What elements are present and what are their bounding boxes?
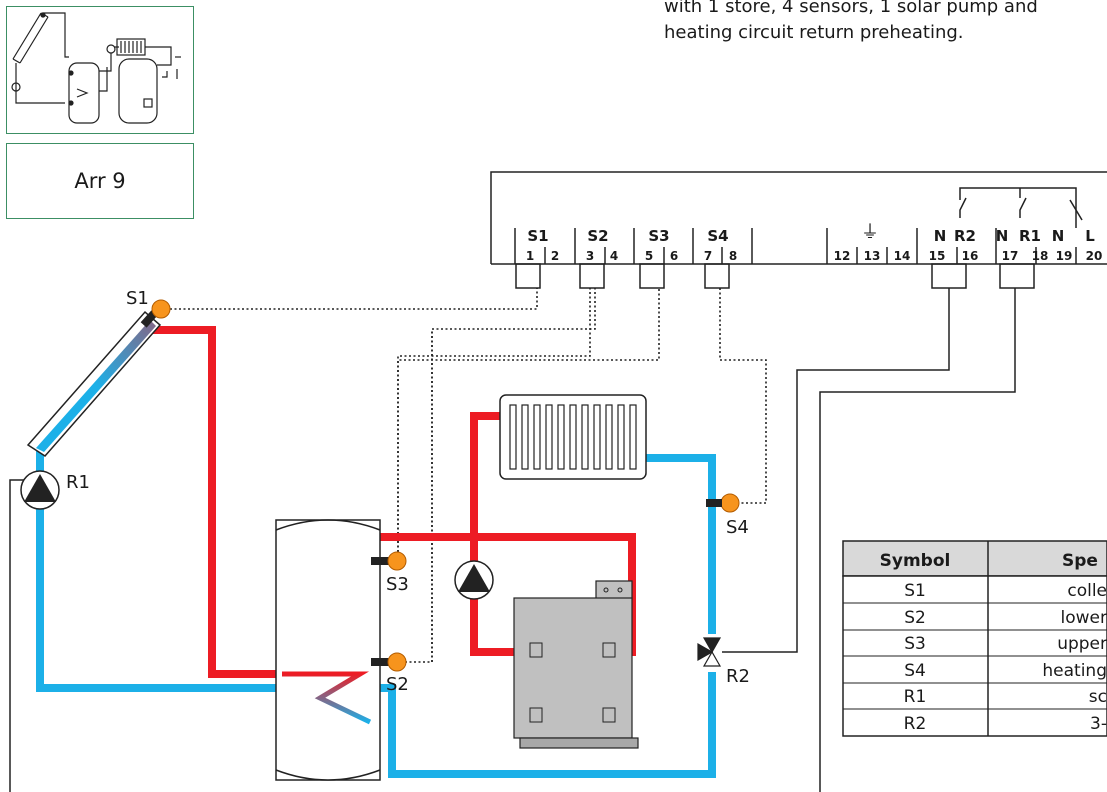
terminal-number: 6: [670, 249, 678, 263]
terminal-letter-n2: N: [996, 227, 1009, 245]
terminal-number: 7: [704, 249, 712, 263]
terminal-number: 4: [610, 249, 618, 263]
terminal-number: 2: [551, 249, 559, 263]
terminal-labels: S1 S2 S3 S4 N R2 N R1 N L ⏚: [527, 222, 1095, 245]
terminal-number: 14: [894, 249, 911, 263]
table-cell-spec: heating: [1042, 661, 1107, 681]
terminal-letter-n3: N: [1052, 227, 1065, 245]
terminal-number: 13: [864, 249, 881, 263]
terminal-number: 15: [929, 249, 946, 263]
terminal-group-s2: S2: [587, 227, 608, 245]
table-cell-symbol: S2: [904, 608, 926, 628]
solar-collector: [26, 310, 162, 457]
sensor-s4-mount: [706, 499, 722, 507]
arrangement-label-box[interactable]: Arr 9: [6, 143, 194, 219]
sensors: [151, 299, 740, 672]
cable-s4: [719, 288, 767, 504]
terminal-letter-r1: R1: [1019, 227, 1041, 245]
table-cell-symbol: S3: [904, 634, 926, 654]
table-cell-symbol: S1: [904, 581, 926, 601]
terminal-number: 1: [526, 249, 534, 263]
terminal-letter-l: L: [1085, 227, 1095, 245]
relay-cables: [9, 288, 1016, 792]
radiator: [499, 394, 647, 480]
terminal-number: 12: [834, 249, 851, 263]
storage-tank: [275, 519, 389, 781]
terminal-number: 16: [962, 249, 979, 263]
table-header-spec: Spe: [1062, 551, 1098, 571]
arrangement-description: with 1 store, 4 sensors, 1 solar pump an…: [664, 0, 1107, 46]
label-s3: S3: [386, 574, 409, 595]
terminal-number: 5: [645, 249, 653, 263]
terminal-letter-r2: R2: [954, 227, 976, 245]
arrangement-label: Arr 9: [74, 169, 126, 193]
symbol-table: Symbol Spe S1 S2 S3 S4 R1 R2 colle lower…: [842, 540, 1107, 737]
sensor-cables: [161, 288, 767, 663]
heating-pump: [454, 560, 494, 600]
controller-housing: [490, 171, 1107, 289]
terminal-group-s3: S3: [648, 227, 669, 245]
cold-pipes: [36, 450, 716, 778]
terminal-number: 20: [1086, 249, 1103, 263]
solar-pump-r1: [20, 470, 60, 510]
terminal-number: 3: [586, 249, 594, 263]
sensor-s3-icon: [387, 551, 407, 571]
table-cell-spec: 3-: [1090, 714, 1107, 734]
terminal-numbers: 1 2 3 4 5 6 7 8 12 13 14 15 16 17 18 19 …: [526, 249, 1103, 263]
terminal-number: 17: [1002, 249, 1019, 263]
terminal-group-s4: S4: [707, 227, 728, 245]
label-s2: S2: [386, 674, 409, 695]
cable-s2: [396, 288, 596, 663]
sensor-s4-icon: [720, 493, 740, 513]
table-cell-spec: upper: [1057, 634, 1107, 654]
terminal-letter-n1: N: [934, 227, 947, 245]
table-header-symbol: Symbol: [880, 551, 951, 571]
label-r1: R1: [66, 472, 90, 493]
description-line-2: heating circuit return preheating.: [664, 22, 964, 43]
ground-icon: ⏚: [861, 222, 879, 243]
cable-r2: [722, 288, 950, 653]
terminal-number: 8: [729, 249, 737, 263]
table-cell-spec: lower: [1061, 608, 1107, 628]
label-s4: S4: [726, 517, 749, 538]
label-s1: S1: [126, 288, 149, 309]
arrangement-thumbnail[interactable]: [6, 6, 194, 134]
component-labels: S1 S3 S2 S4 R1 R2: [66, 288, 750, 695]
boiler: [513, 580, 704, 749]
table-cell-symbol: R1: [904, 687, 927, 707]
terminal-group-s1: S1: [527, 227, 548, 245]
table-cell-symbol: R2: [904, 714, 927, 734]
table-cell-spec: sc: [1089, 687, 1107, 707]
label-r2: R2: [726, 666, 750, 687]
table-cell-spec: colle: [1067, 581, 1107, 601]
sensor-s1-icon: [151, 299, 171, 319]
table-cell-symbol: S4: [904, 661, 926, 681]
terminal-number: 18: [1032, 249, 1049, 263]
description-line-1: with 1 store, 4 sensors, 1 solar pump an…: [664, 0, 1038, 17]
cable-r1: [819, 288, 1016, 792]
terminal-number: 19: [1056, 249, 1073, 263]
arrangement-thumbnail-icon: [11, 12, 181, 124]
sensor-s2-icon: [387, 652, 407, 672]
three-port-valve-r2: [697, 637, 722, 667]
